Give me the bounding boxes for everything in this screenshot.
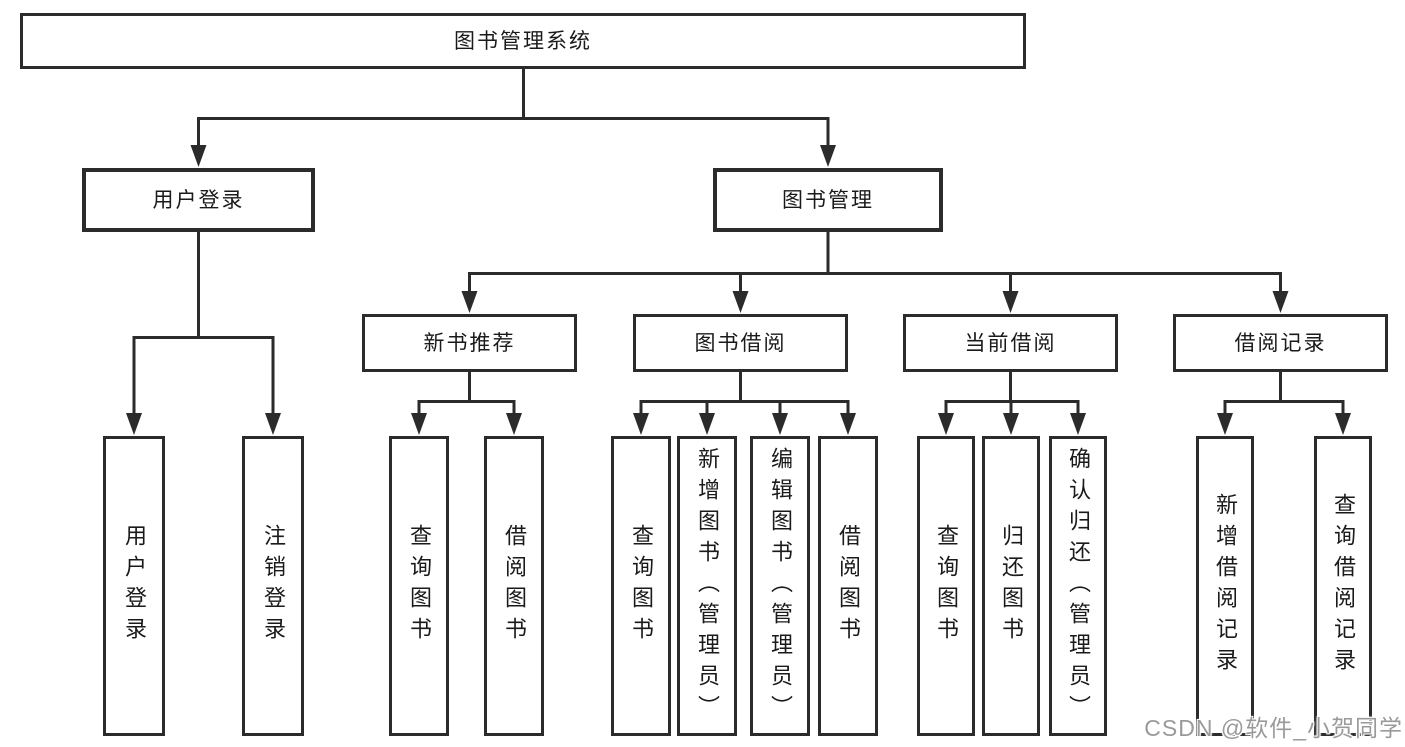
node-label: 借阅图书 [502, 524, 527, 648]
arrow-down-icon [411, 413, 427, 435]
node-label: 确认归还（管理员） [1066, 446, 1091, 726]
leaf-user-login: 用户登录 [103, 436, 165, 736]
arrow-down-icon [1272, 291, 1289, 313]
node-label: 查询图书 [407, 524, 432, 648]
node-new-book-recommend: 新书推荐 [362, 314, 577, 372]
node-label: 查询借阅记录 [1331, 493, 1356, 679]
arrow-down-icon [840, 413, 856, 435]
node-label: 新增图书（管理员） [695, 446, 720, 726]
arrow-down-icon [506, 413, 522, 435]
node-label: 新增借阅记录 [1213, 493, 1238, 679]
arrow-down-icon [699, 413, 715, 435]
node-book-borrowing: 图书借阅 [633, 314, 848, 372]
leaf-records-query-record: 查询借阅记录 [1314, 436, 1372, 736]
node-label: 编辑图书（管理员） [768, 446, 793, 726]
node-book-management: 图书管理 [713, 168, 943, 232]
leaf-borrow-query-books: 查询图书 [611, 436, 671, 736]
leaf-newbook-borrow-books: 借阅图书 [484, 436, 544, 736]
node-label: 用户登录 [152, 188, 245, 212]
node-user-login: 用户登录 [82, 168, 315, 232]
node-current-borrowing: 当前借阅 [903, 314, 1118, 372]
arrow-down-icon [1335, 413, 1351, 435]
node-label: 图书借阅 [694, 331, 787, 355]
leaf-borrow-edit-books-admin: 编辑图书（管理员） [750, 436, 810, 736]
leaf-current-return-books: 归还图书 [982, 436, 1040, 736]
arrow-down-icon [1003, 413, 1019, 435]
leaf-newbook-query-books: 查询图书 [389, 436, 449, 736]
leaf-records-add-record: 新增借阅记录 [1196, 436, 1254, 736]
node-label: 借阅记录 [1234, 331, 1327, 355]
connector-path [132, 69, 1345, 418]
leaf-current-confirm-return-admin: 确认归还（管理员） [1049, 436, 1107, 736]
node-label: 查询图书 [629, 524, 654, 648]
arrowheads [126, 145, 1351, 435]
arrow-down-icon [820, 145, 836, 167]
arrow-down-icon [190, 145, 207, 167]
node-label: 图书管理 [782, 188, 874, 212]
leaf-borrow-borrow-books: 借阅图书 [818, 436, 878, 736]
node-label: 借阅图书 [836, 524, 861, 648]
arrow-down-icon [1002, 291, 1019, 313]
node-label: 图书管理系统 [454, 29, 592, 53]
arrow-down-icon [938, 413, 954, 435]
arrow-down-icon [126, 413, 142, 435]
arrow-down-icon [633, 413, 649, 435]
leaf-logout: 注销登录 [242, 436, 304, 736]
arrow-down-icon [461, 291, 478, 313]
arrow-down-icon [1070, 413, 1086, 435]
leaf-current-query-books: 查询图书 [917, 436, 975, 736]
node-label: 新书推荐 [423, 331, 516, 355]
node-library-management-system: 图书管理系统 [20, 13, 1026, 69]
node-label: 查询图书 [934, 524, 959, 648]
arrow-down-icon [732, 291, 749, 313]
node-label: 归还图书 [999, 524, 1024, 648]
node-label: 用户登录 [122, 524, 147, 648]
node-label: 注销登录 [261, 524, 286, 648]
node-borrowing-records: 借阅记录 [1173, 314, 1388, 372]
leaf-borrow-add-books-admin: 新增图书（管理员） [677, 436, 737, 736]
watermark: CSDN @软件_小贺同学 [1144, 715, 1403, 741]
node-label: 当前借阅 [964, 331, 1057, 355]
arrow-down-icon [772, 413, 788, 435]
arrow-down-icon [1217, 413, 1233, 435]
arrow-down-icon [265, 413, 281, 435]
